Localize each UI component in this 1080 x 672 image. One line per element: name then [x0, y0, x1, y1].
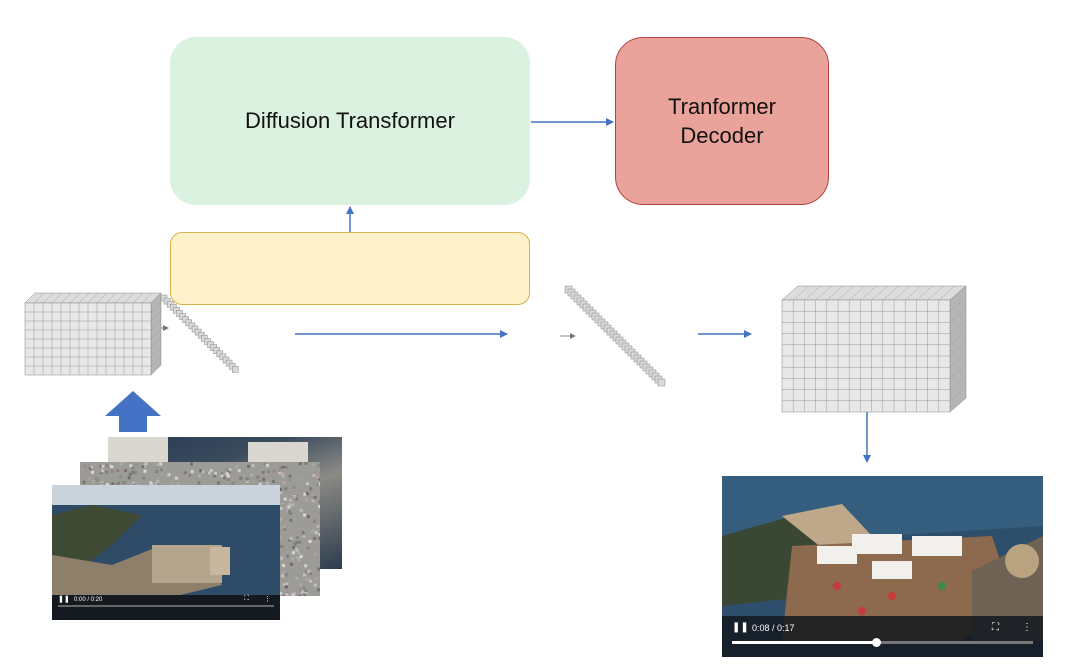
output-latent-cube — [781, 285, 967, 413]
output-token-strip — [564, 285, 666, 387]
input-progress-track[interactable] — [58, 605, 274, 607]
output-progress-knob[interactable] — [872, 638, 882, 647]
output-time: 0:08 / 0:17 — [752, 623, 795, 633]
output-pause-icon[interactable]: ❚❚ — [732, 622, 749, 633]
output-more-icon[interactable]: ⋮ — [1022, 622, 1032, 633]
decoder-label-line1: Tranformer — [668, 94, 776, 119]
output-frame-art — [722, 476, 1043, 657]
input-token-strip — [160, 294, 239, 373]
transformer-decoder-box: Tranformer Decoder — [615, 37, 829, 205]
input-frame-art — [52, 485, 280, 620]
input-pause-icon[interactable]: ❚❚ — [58, 596, 70, 603]
input-more-icon[interactable]: ⋮ — [264, 596, 271, 603]
output-video-frame[interactable]: ❚❚ 0:08 / 0:17 ⛶ ⋮ — [722, 476, 1043, 657]
output-fullscreen-icon[interactable]: ⛶ — [992, 622, 999, 633]
diffusion-transformer-label: Diffusion Transformer — [245, 108, 455, 133]
decoder-label-line2: Decoder — [680, 123, 764, 148]
output-progress-fill — [732, 641, 877, 644]
input-fullscreen-icon[interactable]: ⛶ — [244, 595, 249, 602]
big-up-arrow — [105, 391, 161, 432]
input-frame-front[interactable]: ❚❚ 0:00 / 0:20 ⛶ ⋮ — [52, 485, 280, 620]
input-time: 0:00 / 0:20 — [74, 597, 103, 603]
input-latent-cube — [24, 292, 162, 376]
encoder-box — [170, 232, 530, 305]
output-progress-track[interactable] — [732, 638, 1033, 647]
diffusion-transformer-box: Diffusion Transformer — [170, 37, 530, 205]
